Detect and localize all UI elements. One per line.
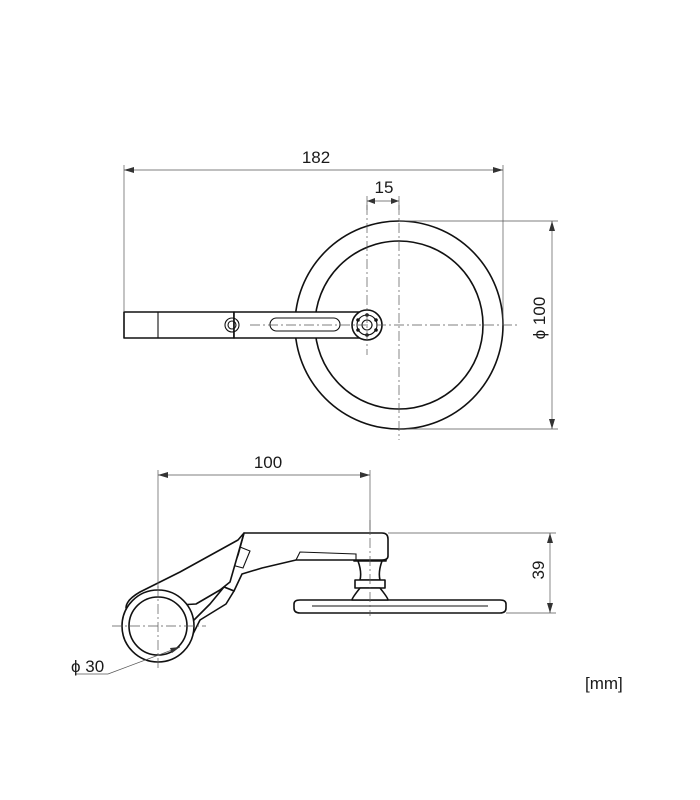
dimension-39: 39: [388, 532, 556, 614]
side-view: 100 39 ϕ 30: [71, 453, 556, 676]
arm-bolt: [224, 317, 240, 333]
dimension-label-39: 39: [529, 561, 548, 580]
dimension-182: 182: [123, 148, 504, 325]
dimension-phi-30: ϕ 30: [71, 646, 181, 676]
dimension-label-phi-30: ϕ 30: [71, 657, 104, 676]
dimension-100: 100: [157, 453, 371, 588]
adjustment-slot: [269, 317, 341, 332]
top-view: 182 15 ϕ 100: [123, 148, 558, 440]
dimension-label-phi-100: ϕ 100: [530, 297, 549, 340]
dimension-label-182: 182: [302, 148, 330, 167]
unit-label: [mm]: [585, 674, 623, 693]
dimension-label-15: 15: [375, 178, 394, 197]
dimension-label-100: 100: [254, 453, 282, 472]
dimension-phi-100: ϕ 100: [399, 220, 558, 430]
dimension-15: 15: [366, 178, 400, 210]
